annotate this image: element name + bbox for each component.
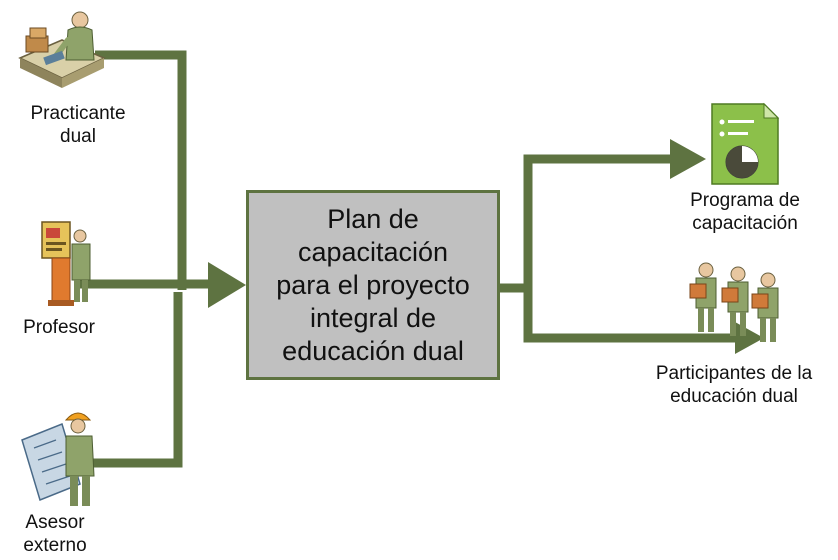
connector-practicante	[95, 50, 187, 290]
label-line-2: dual	[60, 126, 96, 147]
label-practicante-dual: Practicante dual	[8, 102, 148, 148]
label-line-2: externo	[23, 535, 87, 556]
connector-to-programa	[500, 154, 672, 293]
label-line-1: Profesor	[23, 317, 95, 338]
label-line-1: Practicante	[30, 103, 126, 124]
document-with-chart-icon	[711, 102, 780, 185]
label-programa-de-capacitacion: Programa de capacitación	[660, 189, 830, 235]
label-profesor: Profesor	[4, 316, 114, 339]
connector-asesor	[80, 292, 183, 468]
label-asesor-externo: Asesor externo	[0, 511, 110, 557]
engineer-with-blueprint-icon	[21, 412, 95, 506]
worker-at-desk-icon	[18, 11, 106, 88]
arrowhead-into-plan	[208, 262, 246, 308]
plan-box-text: Plan de capacitación para el proyecto in…	[276, 203, 470, 366]
plan-box: Plan de capacitación para el proyecto in…	[246, 190, 500, 380]
connector-to-participantes	[523, 288, 740, 343]
presenter-at-board-icon	[41, 221, 91, 306]
arrowhead-programa	[670, 139, 706, 179]
label-line-2: educación dual	[670, 386, 798, 407]
label-participantes-educacion-dual: Participantes de la educación dual	[632, 362, 836, 408]
label-line-1: Participantes de la	[655, 363, 813, 384]
group-of-workers-icon	[689, 262, 779, 342]
arrowhead-participantes	[735, 322, 764, 354]
connectors	[78, 50, 740, 468]
label-line-1: Asesor	[25, 512, 85, 533]
label-line-1: Programa de	[690, 190, 800, 211]
label-line-2: capacitación	[692, 213, 798, 234]
